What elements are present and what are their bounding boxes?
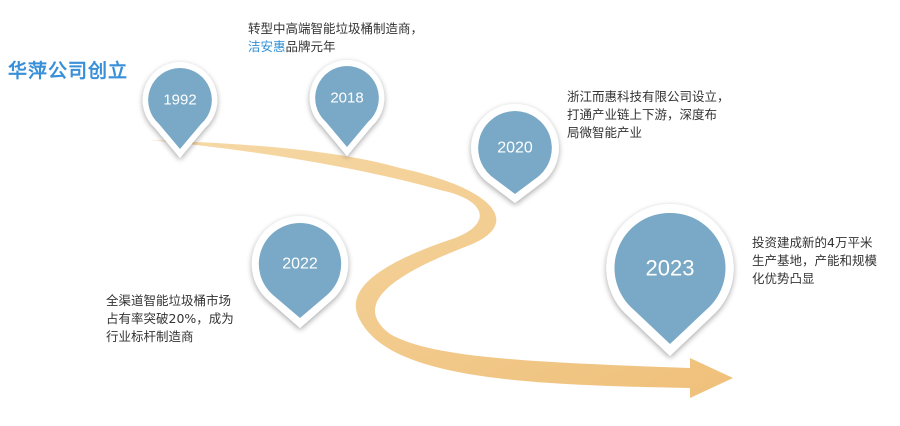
brand-highlight-rest: 品牌元年 (285, 39, 336, 54)
milestone-2020-line-3: 局微智能产业 (567, 125, 643, 140)
milestone-2020-line-2: 打通产业链上下游，深度布 (567, 107, 718, 122)
milestone-2023-line-2: 生产基地，产能和规模 (752, 253, 878, 268)
milestone-2020-line-1: 浙江而惠科技有限公司设立， (567, 89, 730, 104)
pin-2020-year: 2020 (497, 140, 533, 157)
pin-2020 (471, 104, 559, 203)
pin-2018 (309, 60, 385, 156)
pin-2023-year: 2023 (646, 256, 695, 281)
pin-2022-year: 2022 (282, 256, 318, 273)
pin-2022 (251, 215, 349, 328)
timeline-road (150, 140, 733, 398)
milestone-2018-line-2: 洁安惠品牌元年 (248, 38, 423, 56)
milestone-2023-line-1: 投资建成新的4万平米 (752, 235, 873, 250)
milestone-2018-text: 转型中高端智能垃圾桶制造商， 洁安惠品牌元年 (248, 20, 423, 56)
page-title: 华萍公司创立 (8, 60, 129, 82)
milestone-2022-line-2: 占有率突破20%，成为 (106, 311, 234, 326)
milestone-2023-line-3: 化优势凸显 (752, 271, 815, 286)
brand-highlight: 洁安惠 (248, 39, 286, 54)
pin-1992-year: 1992 (163, 92, 196, 109)
milestone-2022-text: 全渠道智能垃圾桶市场 占有率突破20%，成为 行业标杆制造商 (106, 292, 234, 346)
milestone-2022-line-3: 行业标杆制造商 (106, 329, 194, 344)
milestone-2022-line-1: 全渠道智能垃圾桶市场 (106, 293, 232, 308)
milestone-2023-text: 投资建成新的4万平米 生产基地，产能和规模 化优势凸显 (752, 234, 877, 288)
milestone-2020-text: 浙江而惠科技有限公司设立， 打通产业链上下游，深度布 局微智能产业 (567, 88, 730, 142)
pin-1992 (142, 62, 218, 158)
pin-2023 (606, 204, 734, 356)
milestone-2018-line-1: 转型中高端智能垃圾桶制造商， (248, 21, 424, 36)
pin-2018-year: 2018 (330, 90, 363, 107)
